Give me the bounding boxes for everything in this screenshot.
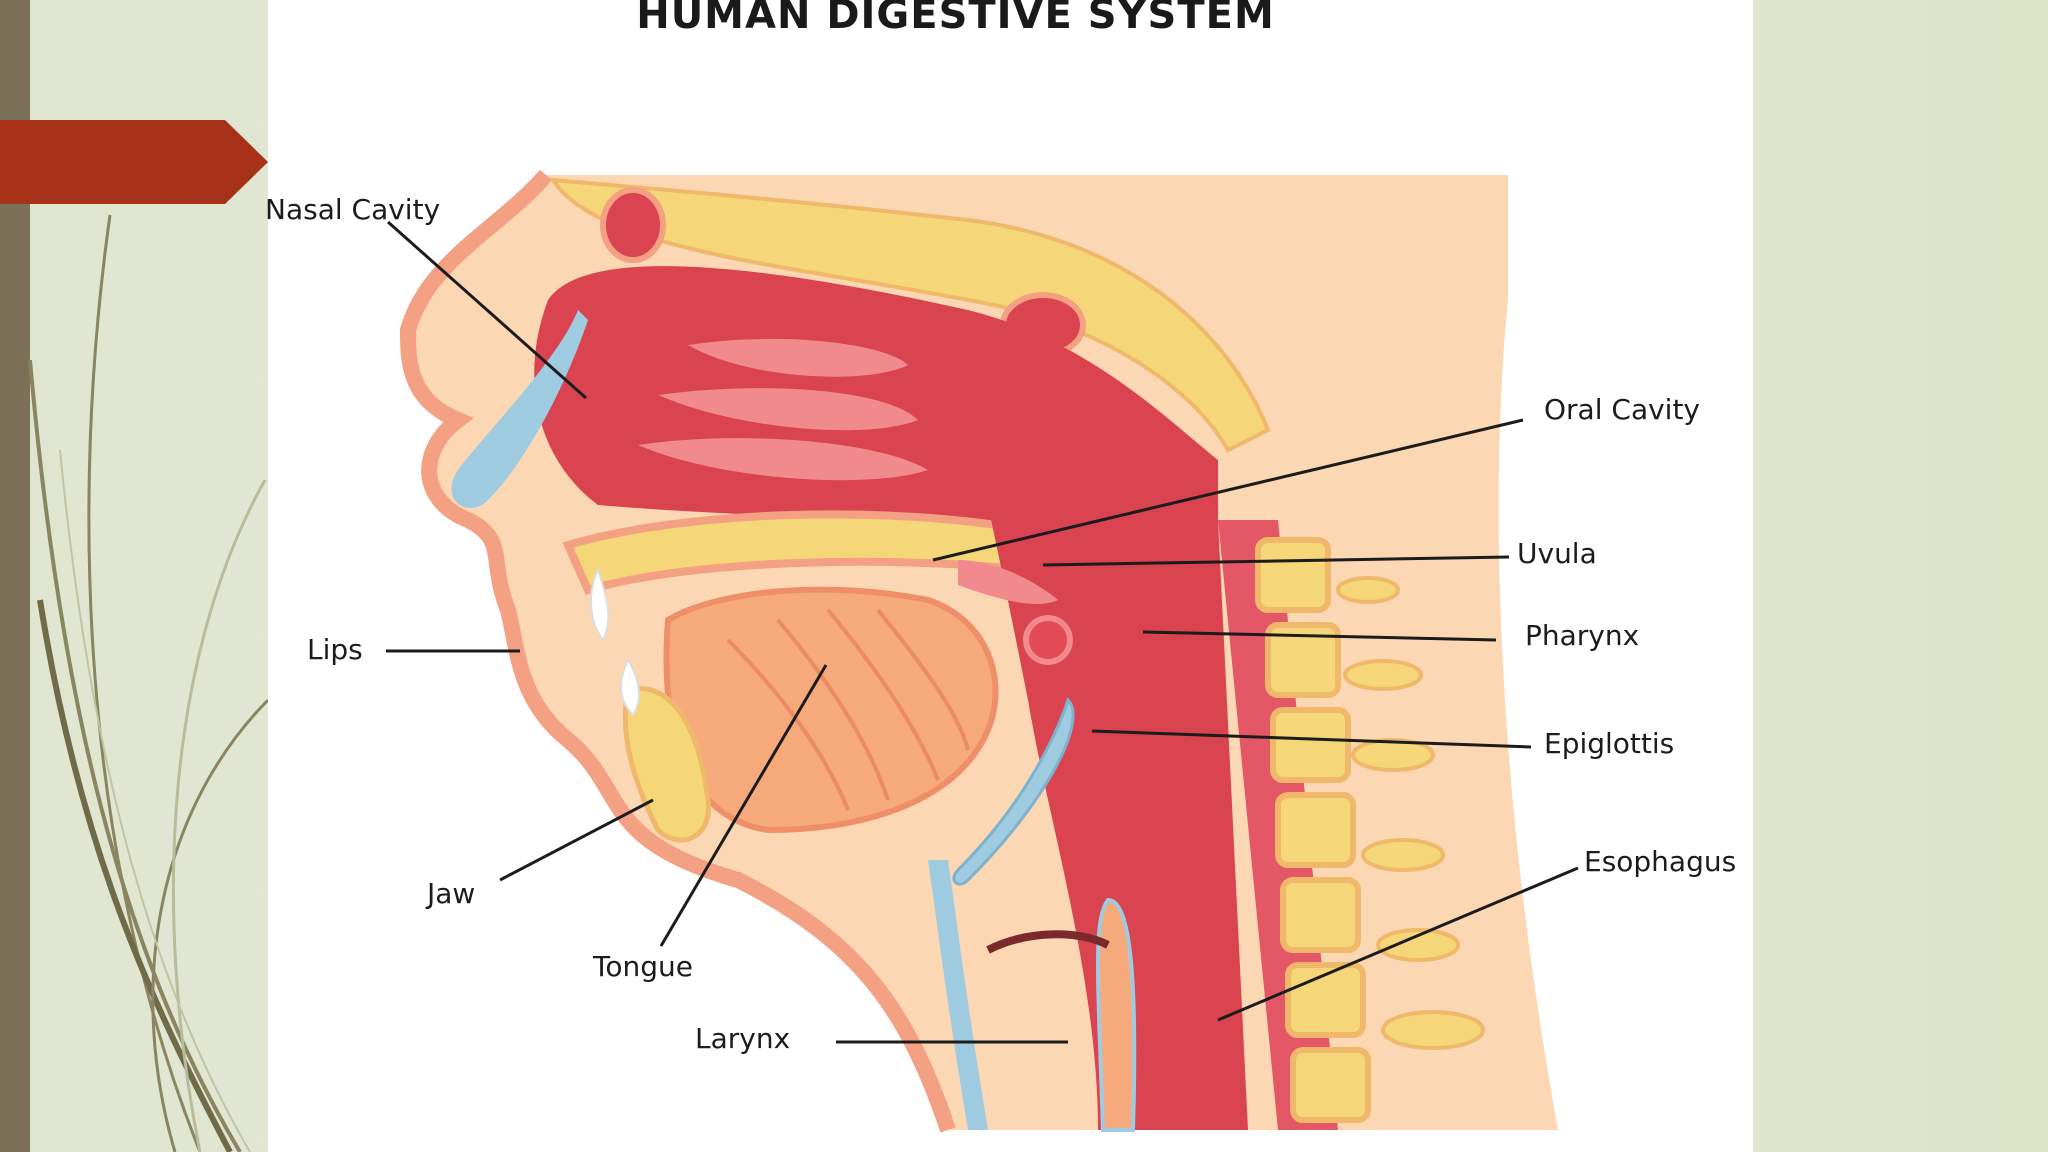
label-uvula: Uvula (1517, 537, 1597, 570)
label-lips: Lips (307, 633, 363, 666)
label-esophagus: Esophagus (1584, 845, 1736, 878)
label-pharynx: Pharynx (1525, 619, 1639, 652)
label-larynx: Larynx (695, 1022, 790, 1055)
label-jaw: Jaw (427, 877, 475, 910)
label-tongue: Tongue (593, 950, 693, 983)
diagram-panel: HUMAN DIGESTIVE SYSTEM Nasal Cavity Oral… (268, 0, 1753, 1152)
accent-arrow-shape (0, 120, 268, 204)
label-nasal-cavity: Nasal Cavity (265, 193, 440, 226)
label-epiglottis: Epiglottis (1544, 727, 1674, 760)
label-oral-cavity: Oral Cavity (1544, 393, 1700, 426)
anatomy-illustration (268, 0, 1753, 1152)
diagram-title: HUMAN DIGESTIVE SYSTEM (268, 0, 1753, 38)
